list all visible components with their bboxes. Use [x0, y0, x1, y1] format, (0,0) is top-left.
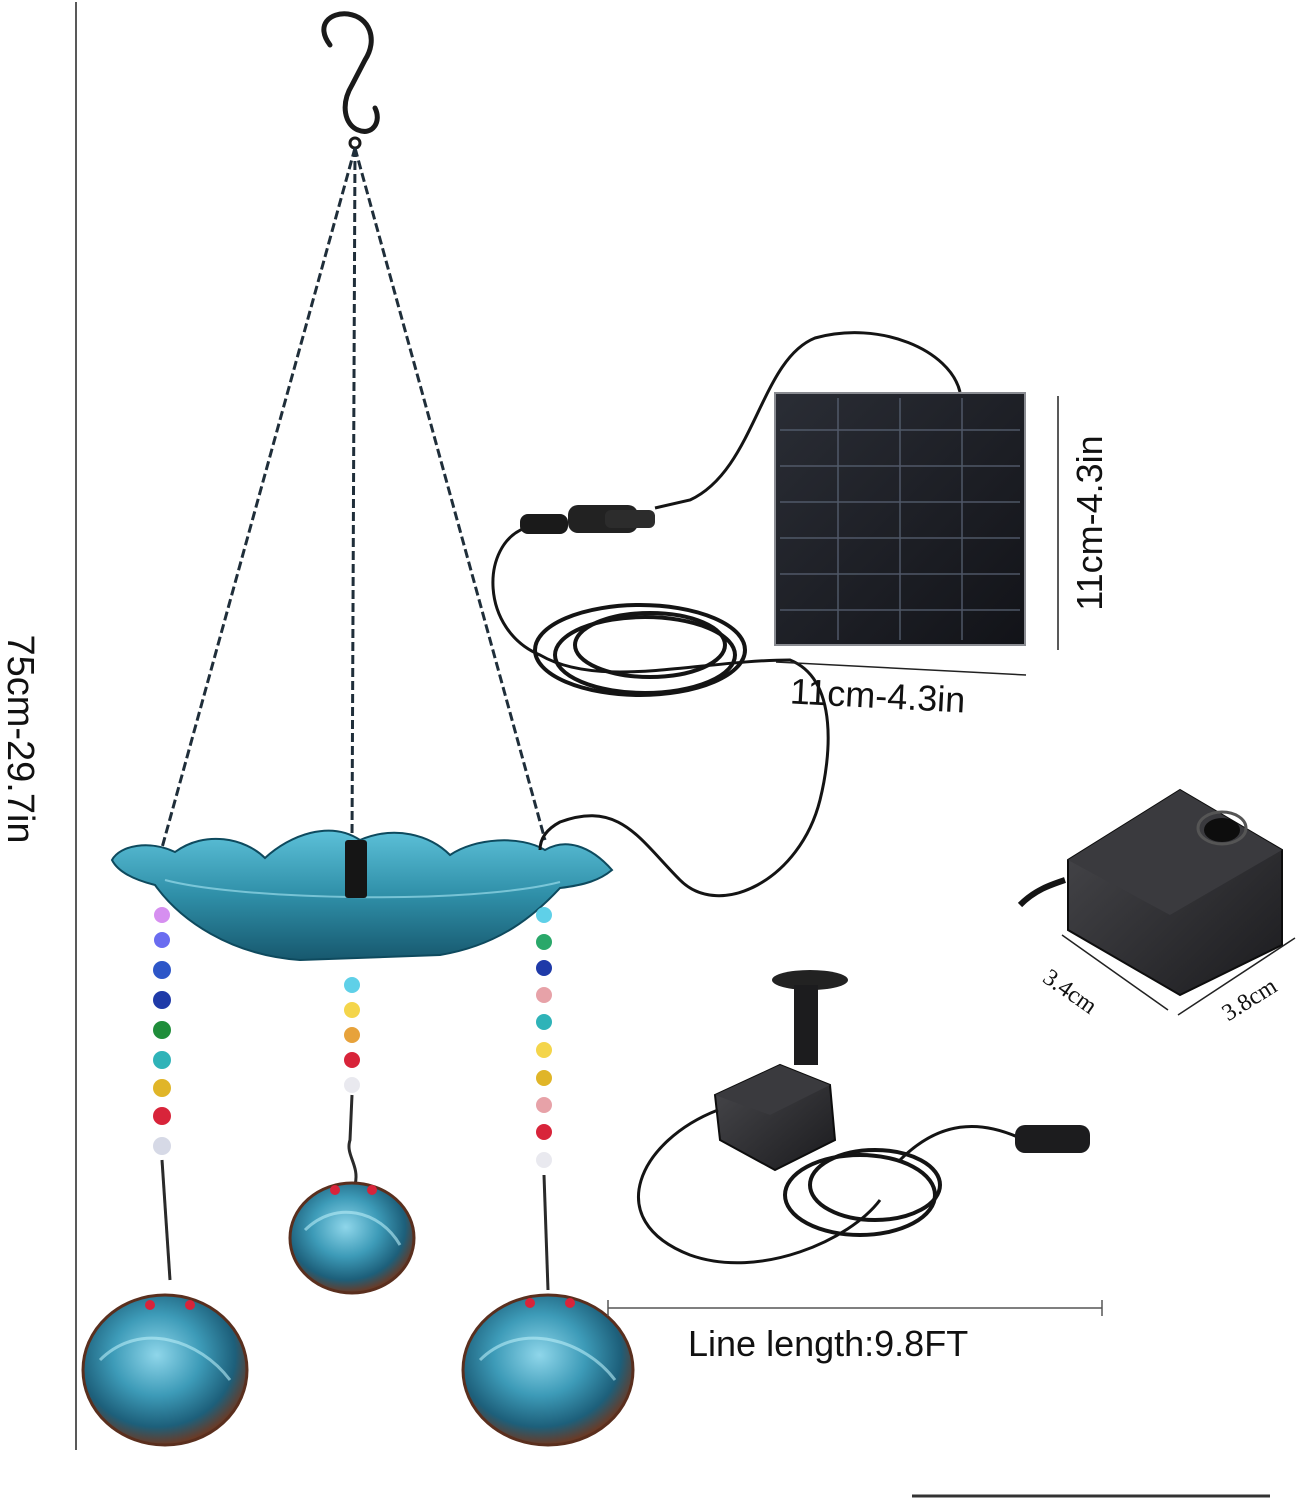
- pump-width-measure-line: [1177, 937, 1296, 1016]
- cable-connector: [520, 505, 655, 534]
- panel-height-label: 11cm-4.3in: [1069, 435, 1110, 611]
- left-bead-strand: [153, 907, 172, 1281]
- solar-panel: [774, 392, 1026, 646]
- left-feeder-globe: [81, 1293, 249, 1447]
- s-hook-icon: [321, 11, 380, 150]
- center-feeder-globe: [288, 1181, 416, 1295]
- fountain-pump-cable: [637, 1108, 1021, 1265]
- line-length-label: Line length:9.8FT: [688, 1323, 969, 1364]
- right-bead-strand: [536, 907, 552, 1291]
- pump-depth-measure-line: [1061, 934, 1169, 1011]
- fountain-pump: [713, 970, 848, 1172]
- glass-birdbath-bowl: [110, 829, 614, 962]
- fountain-cable-connector: [1015, 1125, 1090, 1153]
- right-feeder-globe: [461, 1293, 635, 1447]
- panel-width-label: 11cm-4.3in: [789, 670, 967, 721]
- total-height-label: 75cm-29.7in: [0, 634, 41, 844]
- water-pump: [1017, 788, 1283, 997]
- solar-cable: [491, 331, 962, 898]
- hanging-chains: [158, 147, 547, 856]
- panel-width-measure-line: [775, 661, 1027, 676]
- center-bead-strand: [344, 977, 360, 1186]
